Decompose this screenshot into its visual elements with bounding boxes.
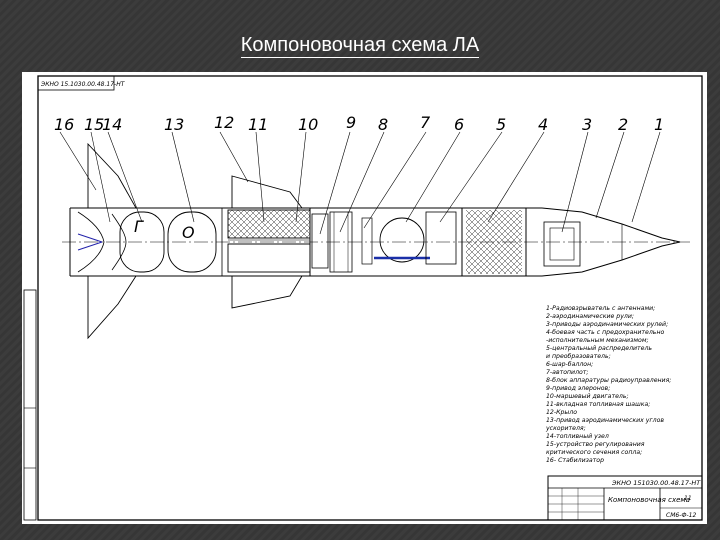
leader-lines <box>59 131 661 235</box>
corner-stamp-text: ЭКНО 15.1030.00.48.17-НТ <box>40 81 126 88</box>
title-block-group: СМ6-Ф-12 <box>666 512 696 519</box>
fuel-grain-hatch <box>228 210 310 238</box>
aileron-drive <box>311 213 329 269</box>
warhead-hatch <box>466 210 522 274</box>
fuel-tank-label: Г <box>134 217 144 236</box>
title-block-name: Компоновочная схема <box>608 496 690 504</box>
callout-3: 3 <box>582 115 592 134</box>
legend-line: 14-топливный узел <box>546 433 609 440</box>
callout-2: 2 <box>618 115 628 134</box>
callout-15: 15 <box>84 115 104 134</box>
callout-14: 14 <box>102 115 122 134</box>
legend-line: 9-привод элеронов; <box>546 385 610 392</box>
corner-stamp-box <box>37 75 115 91</box>
callout-12: 12 <box>214 113 234 132</box>
slide-title: Компоновочная схема ЛА <box>0 34 720 58</box>
callout-6: 6 <box>454 115 464 134</box>
central-distributor <box>425 211 457 265</box>
callout-11: 11 <box>248 115 268 134</box>
callout-numbers: 16 15 14 13 12 11 10 9 8 7 6 5 4 3 2 1 <box>54 113 664 134</box>
layout-drawing: ЭКНО 15.1030.00.48.17-НТ <box>23 75 703 521</box>
title-block-doc-number: ЭКНО 151030.00.48.17-НТ <box>611 479 701 487</box>
legend-line: 6-шар-баллон; <box>546 360 593 368</box>
drawing-frame <box>37 75 703 521</box>
callout-4: 4 <box>538 115 548 134</box>
wing-top <box>231 175 303 209</box>
callout-9: 9 <box>346 113 356 132</box>
legend-line: 15-устройство регулирования <box>546 441 645 448</box>
drawing-sheet: ЭКНО 15.1030.00.48.17-НТ <box>22 72 707 524</box>
fuel-tank <box>119 211 165 273</box>
legend-line: 10-маршевый двигатель; <box>546 393 629 400</box>
stabilizer-bottom <box>87 275 137 340</box>
oxidizer-tank-label: О <box>182 223 195 242</box>
legend-line: 16- Стабилизатор <box>546 456 604 464</box>
legend-line: 7-автопилот; <box>546 369 589 376</box>
rudder-actuators <box>543 221 581 267</box>
component-legend: 1-Радиовзрыватель с антеннами; 2-аэродин… <box>545 305 671 464</box>
legend-line: 2-аэродинамические рули; <box>546 313 634 320</box>
legend-line: 3-приводы аэродинамических рулей; <box>546 321 668 328</box>
legend-line: и преобразователь; <box>546 352 611 360</box>
radio-control-block <box>329 211 353 273</box>
callout-1: 1 <box>654 115 664 134</box>
legend-line: 4-боевая часть с предохранительно <box>546 328 664 336</box>
legend-line: -исполнительным механизмом; <box>546 337 649 344</box>
nozzle <box>77 211 105 273</box>
wing-bottom <box>231 275 303 309</box>
callout-7: 7 <box>420 113 431 132</box>
callout-10: 10 <box>298 115 318 134</box>
left-margin-strip <box>23 289 37 521</box>
callout-13: 13 <box>164 115 184 134</box>
slide-title-text: Компоновочная схема ЛА <box>240 34 480 58</box>
stabilizer-top <box>87 142 137 209</box>
legend-line: 8-блок аппаратуры радиоуправления; <box>546 376 671 384</box>
legend-line: ускорителя; <box>545 425 586 432</box>
title-block <box>547 475 703 521</box>
sphere-balloon <box>379 217 425 263</box>
title-block-sheet: 11 <box>684 495 692 502</box>
callout-8: 8 <box>378 115 388 134</box>
callout-16: 16 <box>54 115 74 134</box>
legend-line: 13-привод аэродинамических углов <box>546 417 664 424</box>
legend-line: 12-Крыло <box>546 409 577 416</box>
legend-line: 1-Радиовзрыватель с антеннами; <box>546 305 655 312</box>
oxidizer-tank <box>167 211 217 273</box>
callout-5: 5 <box>496 115 506 134</box>
legend-line: 11-вкладная топливная шашка; <box>546 401 650 408</box>
legend-line: критического сечения сопла; <box>546 449 642 456</box>
legend-line: 5-центральный распределитель <box>546 345 652 352</box>
